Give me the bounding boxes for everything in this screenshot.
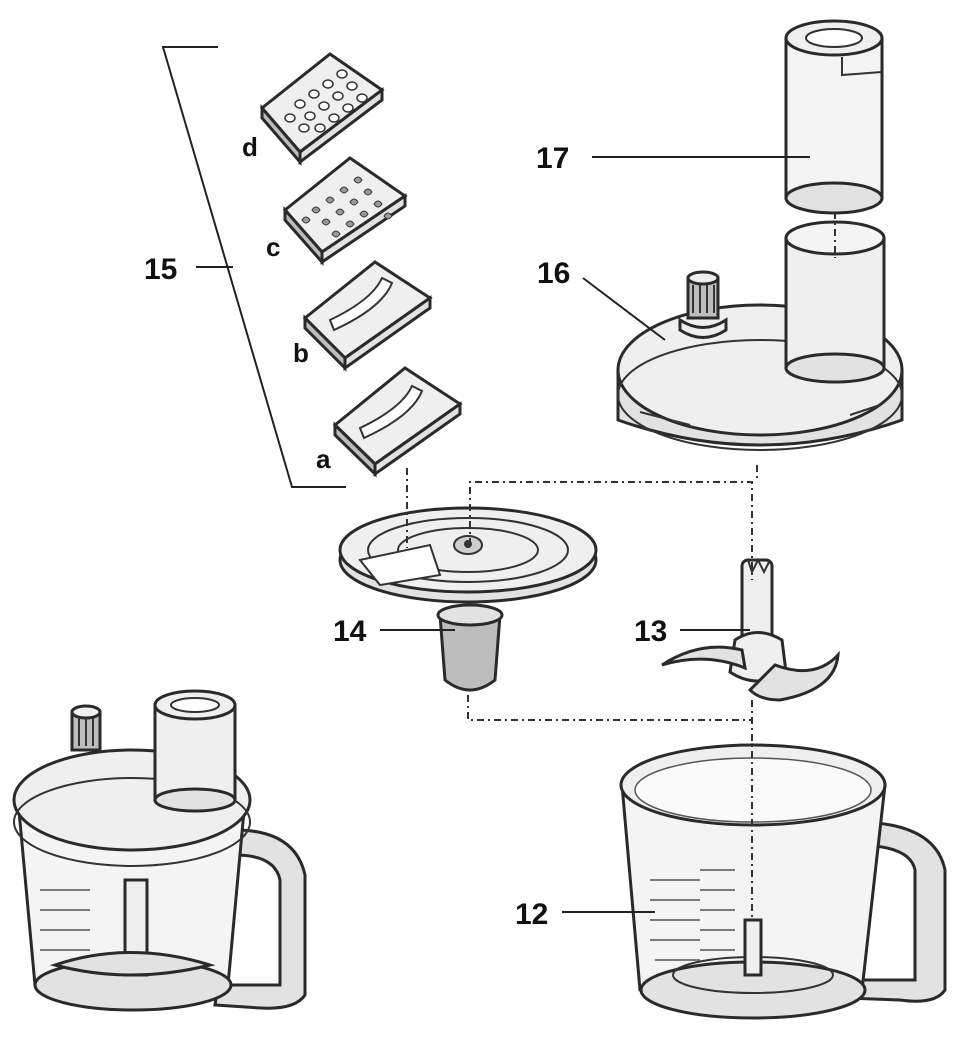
callout-15: 15 [144, 253, 177, 286]
disc-group-bracket [161, 46, 346, 488]
callout-13: 13 [634, 615, 667, 648]
bowl [619, 743, 947, 1020]
leader-lines [380, 156, 810, 913]
disc-label-d: d [242, 132, 258, 162]
disc-label-a: a [316, 444, 331, 474]
disc-label-c: c [266, 232, 280, 262]
callout-12: 12 [515, 898, 548, 931]
disc-carrier [338, 506, 598, 692]
callout-14: 14 [333, 615, 367, 648]
knife-blade [661, 557, 840, 702]
disc-insert-c [282, 156, 408, 266]
disc-insert-d [259, 52, 385, 167]
lid [616, 220, 904, 451]
callout-17: 17 [536, 142, 569, 175]
assembled-food-processor [12, 689, 307, 1012]
callout-16: 16 [537, 257, 570, 290]
disc-insert-a [332, 366, 463, 478]
disc-insert-b [302, 260, 433, 372]
disc-label-b: b [293, 338, 309, 368]
assembly-axes [406, 212, 836, 920]
pusher [784, 19, 884, 215]
